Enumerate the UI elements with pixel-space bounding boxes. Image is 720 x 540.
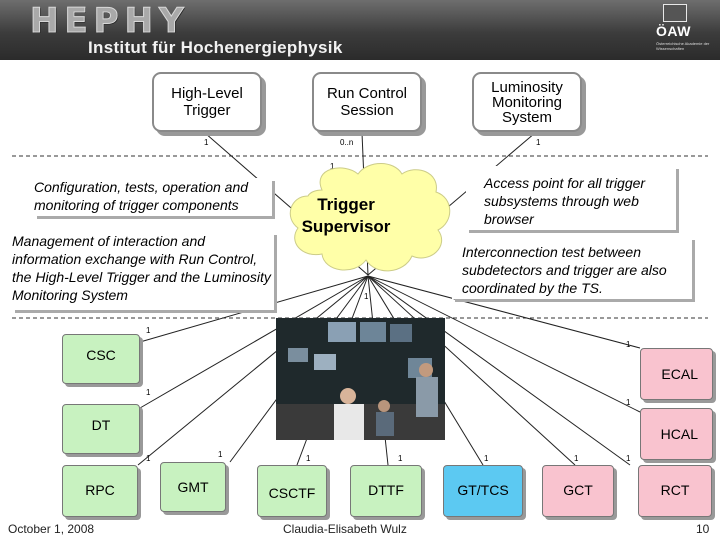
csctf-label: CSCTF xyxy=(268,485,316,501)
hcal-label: HCAL xyxy=(660,426,698,442)
footer-date: October 1, 2008 xyxy=(8,522,95,536)
trigger-supervisor-cloud xyxy=(289,163,451,272)
luminosity-monitoring-label: Luminosity Monitoring System xyxy=(491,78,563,126)
photo-illustration xyxy=(276,318,445,440)
note-management: Management of interaction and informatio… xyxy=(12,232,274,310)
rpc-label: RPC xyxy=(85,482,115,498)
gmt-label: GMT xyxy=(177,479,209,495)
multiplicity-label: 1 xyxy=(484,454,489,463)
note-configuration: Configuration, tests, operation and moni… xyxy=(34,178,272,216)
gt-tcs-label: GT/TCS xyxy=(457,482,509,498)
gct-label: GCT xyxy=(563,482,593,498)
hephy-logo: HEPHY xyxy=(30,1,190,42)
multiplicity-label: 1 xyxy=(626,398,631,407)
high-level-trigger-box: High-Level Trigger xyxy=(152,72,262,132)
multiplicity-label: 1 xyxy=(330,162,335,171)
rct-label: RCT xyxy=(660,482,690,498)
connector-ecal xyxy=(367,275,641,349)
gmt-box: GMT xyxy=(160,462,226,512)
cloud-shape xyxy=(289,163,451,272)
rpc-box: RPC xyxy=(62,465,138,517)
dt-box: DT xyxy=(62,404,140,454)
trigger-supervisor-label: Trigger Supervisor xyxy=(301,195,391,236)
gt-tcs-box: GT/TCS xyxy=(443,465,523,517)
high-level-trigger-label: High-Level Trigger xyxy=(171,85,243,119)
photo-person xyxy=(416,377,438,417)
photo-person xyxy=(376,412,394,436)
photo-person xyxy=(378,400,390,412)
csc-box: CSC xyxy=(62,334,140,384)
note-access-point: Access point for all trigger subsystems … xyxy=(466,166,676,230)
multiplicity-label: 1 xyxy=(204,138,209,147)
gct-box: GCT xyxy=(542,465,614,517)
photo-screen xyxy=(360,322,386,342)
crest-icon xyxy=(663,4,687,22)
photo-person xyxy=(340,388,356,404)
multiplicity-label: 1 xyxy=(626,454,631,463)
multiplicity-label: 1 xyxy=(146,454,151,463)
multiplicity-label: 1 xyxy=(218,450,223,459)
photo-screen xyxy=(288,348,308,362)
control-room-photo xyxy=(276,318,445,440)
multiplicity-label: 1 xyxy=(364,292,369,301)
multiplicity-label: 1 xyxy=(146,326,151,335)
connector-dt xyxy=(139,275,369,409)
csctf-box: CSCTF xyxy=(257,465,327,517)
multiplicity-label: 0..n xyxy=(340,138,354,147)
connector-rct xyxy=(367,275,631,466)
luminosity-monitoring-box: Luminosity Monitoring System xyxy=(472,72,582,132)
multiplicity-label: 1 xyxy=(398,454,403,463)
academy-logo: ÖAW Österreichische Akademie der Wissens… xyxy=(654,4,714,58)
hcal-box: HCAL xyxy=(640,408,713,460)
ecal-label: ECAL xyxy=(661,366,698,382)
dt-label: DT xyxy=(91,417,111,433)
academy-logo-text: ÖAW xyxy=(656,23,691,39)
dttf-label: DTTF xyxy=(368,482,404,498)
photo-screen xyxy=(390,324,412,342)
dttf-box: DTTF xyxy=(350,465,422,517)
photo-screen xyxy=(328,322,356,342)
photo-person xyxy=(334,404,364,440)
multiplicity-label: 1 xyxy=(306,454,311,463)
institute-name: Institut für Hochenergiephysik xyxy=(88,38,343,57)
multiplicity-label: 1 xyxy=(536,138,541,147)
note-interconnection: Interconnection test between subdetector… xyxy=(452,237,692,299)
connector-rpc xyxy=(137,275,369,466)
multiplicity-label: 1 xyxy=(574,454,579,463)
multiplicity-label: 1 xyxy=(626,340,631,349)
connector-hcal xyxy=(367,275,641,413)
header-banner: HEPHY Institut für Hochenergiephysik ÖAW… xyxy=(0,0,720,60)
footer-page-number: 10 xyxy=(696,522,710,536)
run-control-session-label: Run Control Session xyxy=(326,85,408,119)
academy-name: Österreichische Akademie der Wissenschaf… xyxy=(656,41,710,51)
ecal-box: ECAL xyxy=(640,348,713,400)
rct-box: RCT xyxy=(638,465,712,517)
multiplicity-label: 1 xyxy=(146,388,151,397)
run-control-session-box: Run Control Session xyxy=(312,72,422,132)
connector-gct xyxy=(367,275,576,466)
csc-label: CSC xyxy=(86,347,116,363)
footer-author: Claudia-Elisabeth Wulz xyxy=(283,522,407,536)
photo-person xyxy=(419,363,433,377)
photo-screen xyxy=(314,354,336,370)
